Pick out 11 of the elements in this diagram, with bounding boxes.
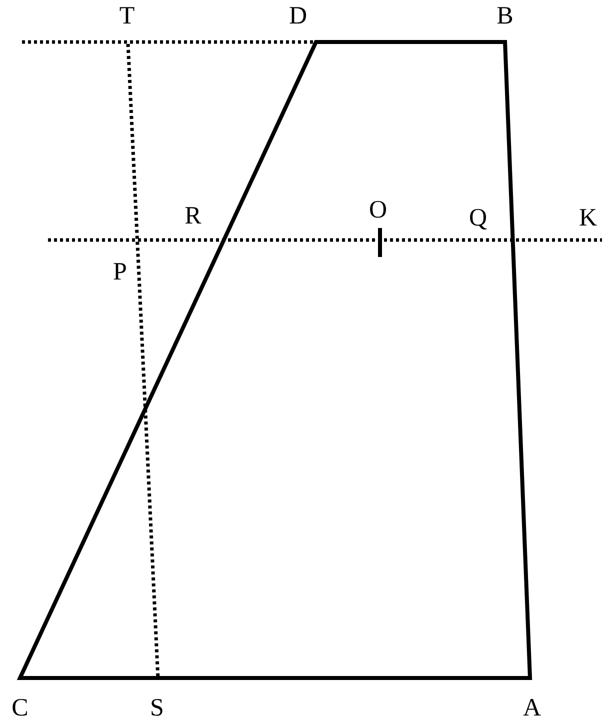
point-label: T (119, 4, 135, 28)
point-label: Q (468, 206, 488, 230)
point-label: S (150, 696, 164, 720)
point-label: C (12, 696, 28, 720)
point-label: P (113, 260, 127, 284)
point-label: O (368, 198, 388, 222)
point-label: R (184, 204, 202, 228)
point-label: B (496, 4, 514, 28)
point-label: A (522, 696, 542, 720)
point-label: D (288, 4, 308, 28)
point-label: K (578, 206, 598, 230)
